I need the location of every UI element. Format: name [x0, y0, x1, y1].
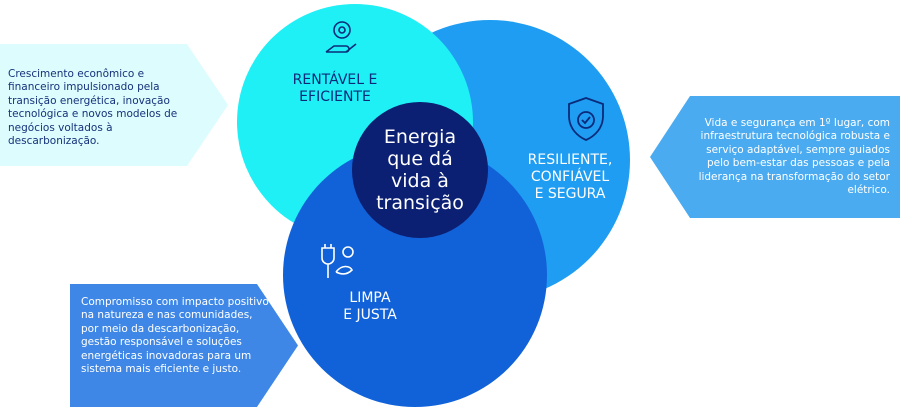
description-resiliente: Vida e segurança em 1º lugar, com infrae… — [650, 96, 900, 218]
circle-limpa — [283, 143, 547, 407]
description-text: Compromisso com impacto positivo na natu… — [81, 296, 269, 376]
description-rentavel: Crescimento econômico e financeiro impul… — [0, 44, 228, 166]
center-circle — [352, 102, 488, 238]
description-text: Crescimento econômico e financeiro impul… — [8, 68, 178, 148]
plug-leaf-icon — [321, 244, 354, 278]
gear-hand-icon — [325, 21, 357, 53]
label-limpa: LIMPA E JUSTA — [343, 290, 397, 323]
description-text: Vida e segurança em 1º lugar, com infrae… — [698, 117, 890, 197]
center-title: Energia que dá vida à transição — [376, 126, 464, 214]
label-rentavel: RENTÁVEL E EFICIENTE — [292, 72, 378, 105]
description-limpa: Compromisso com impacto positivo na natu… — [70, 284, 298, 407]
shield-check-icon — [568, 97, 604, 141]
label-resiliente: RESILIENTE, CONFIÁVEL E SEGURA — [527, 152, 613, 202]
